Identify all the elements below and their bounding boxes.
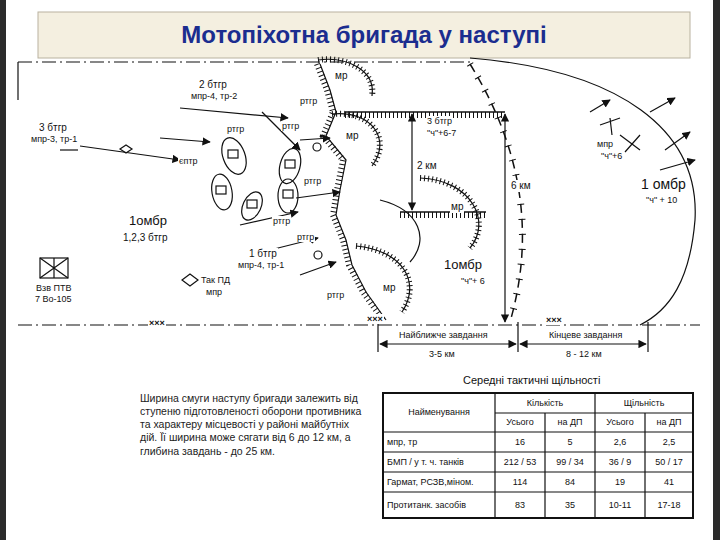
map-label: "ч"+ 6 [460,276,486,286]
boundary-mark: ××× [545,315,563,325]
map-label: мпр-4, тр-1 [237,260,285,270]
map-label: мпр [596,139,614,149]
table-cell: Гармат, РСЗВ,міном. [384,473,494,491]
map-label: 7 Во-105 [34,294,73,304]
table-header: Усього [596,414,644,431]
boundary-mark: ××× [148,318,166,328]
map-label: 3 бтгр [38,122,68,134]
table-cell: 83 [496,493,544,517]
map-label: ртгр [299,96,318,106]
note-text: Ширина смуги наступу бригади залежить ві… [140,392,362,458]
table-header: Кількість [496,394,594,412]
map-label: Так ПД [200,275,231,285]
map-label: ртгр [326,290,345,300]
map-label: мр [334,70,348,82]
table-cell: 41 [646,473,692,491]
table-cell: БМП / у т. ч. танків [384,453,494,471]
map-label: єптр [178,156,199,166]
table-cell: 50 / 17 [646,453,692,471]
table-cell: 212 / 53 [496,453,544,471]
map-label: мпр [205,287,223,297]
map-label: "ч" + 10 [645,195,678,205]
map-label: 1 бтгр [248,248,278,260]
map-label: 3-5 км [428,349,456,359]
table-header: Усього [496,414,544,431]
map-label: 2 км [416,160,438,172]
map-label: 6 км [510,180,532,192]
table-header: Найменування [384,394,494,431]
table-cell: Протитанк. засобів [384,493,494,517]
table-cell: 114 [496,473,544,491]
table-cell: 84 [546,473,594,491]
map-label: мпр-4, тр-2 [190,91,238,101]
table-header: Щільність [596,394,692,412]
map-label: Найближче завдання [398,330,489,340]
table-cell: 36 / 9 [596,453,644,471]
map-label: мр [450,201,464,213]
table-header: на ДП [646,414,692,431]
map-label: ртгр [303,176,322,186]
map-label: 1омбр [128,214,168,229]
map-label: "ч"+6-7 [426,128,457,138]
map-label: 1 омбр [640,176,687,192]
table-cell: 10-11 [596,493,644,517]
table-cell: 99 / 34 [546,453,594,471]
map-label: ртгр [226,124,245,134]
map-label: 3 бтгр [426,116,453,126]
map-label: Кінцеве завдання [548,330,623,340]
map-label: 8 - 12 км [565,349,603,359]
table-cell: 35 [546,493,594,517]
table-header: на ДП [546,414,594,431]
table-title: Середні тактичні щільності [462,374,601,387]
map-label: "ч"+6 [600,151,623,161]
table-cell: мпр, тр [384,433,494,451]
map-label: мпр-3, тр-1 [30,134,78,144]
map-label: ртгр [296,232,315,242]
boundary-mark: ××× [366,314,384,324]
map-label: 2 бтгр [198,79,228,91]
table-cell: 5 [546,433,594,451]
table-cell: 19 [596,473,644,491]
title: Мотопіхотна бригада у наступі [38,12,690,58]
map-label: мр [345,130,359,142]
map-label: ртгр [272,216,291,226]
table-cell: 2,5 [646,433,692,451]
map-label: ртгр [281,121,300,131]
table-cell: 16 [496,433,544,451]
map-label: 1,2,3 бтгр [122,232,169,244]
map-label: Взв ПТВ [35,283,72,293]
map-label: 1омбр [443,258,483,273]
table-cell: 17-18 [646,493,692,517]
table-cell: 2,6 [596,433,644,451]
map-label: мр [382,282,396,294]
